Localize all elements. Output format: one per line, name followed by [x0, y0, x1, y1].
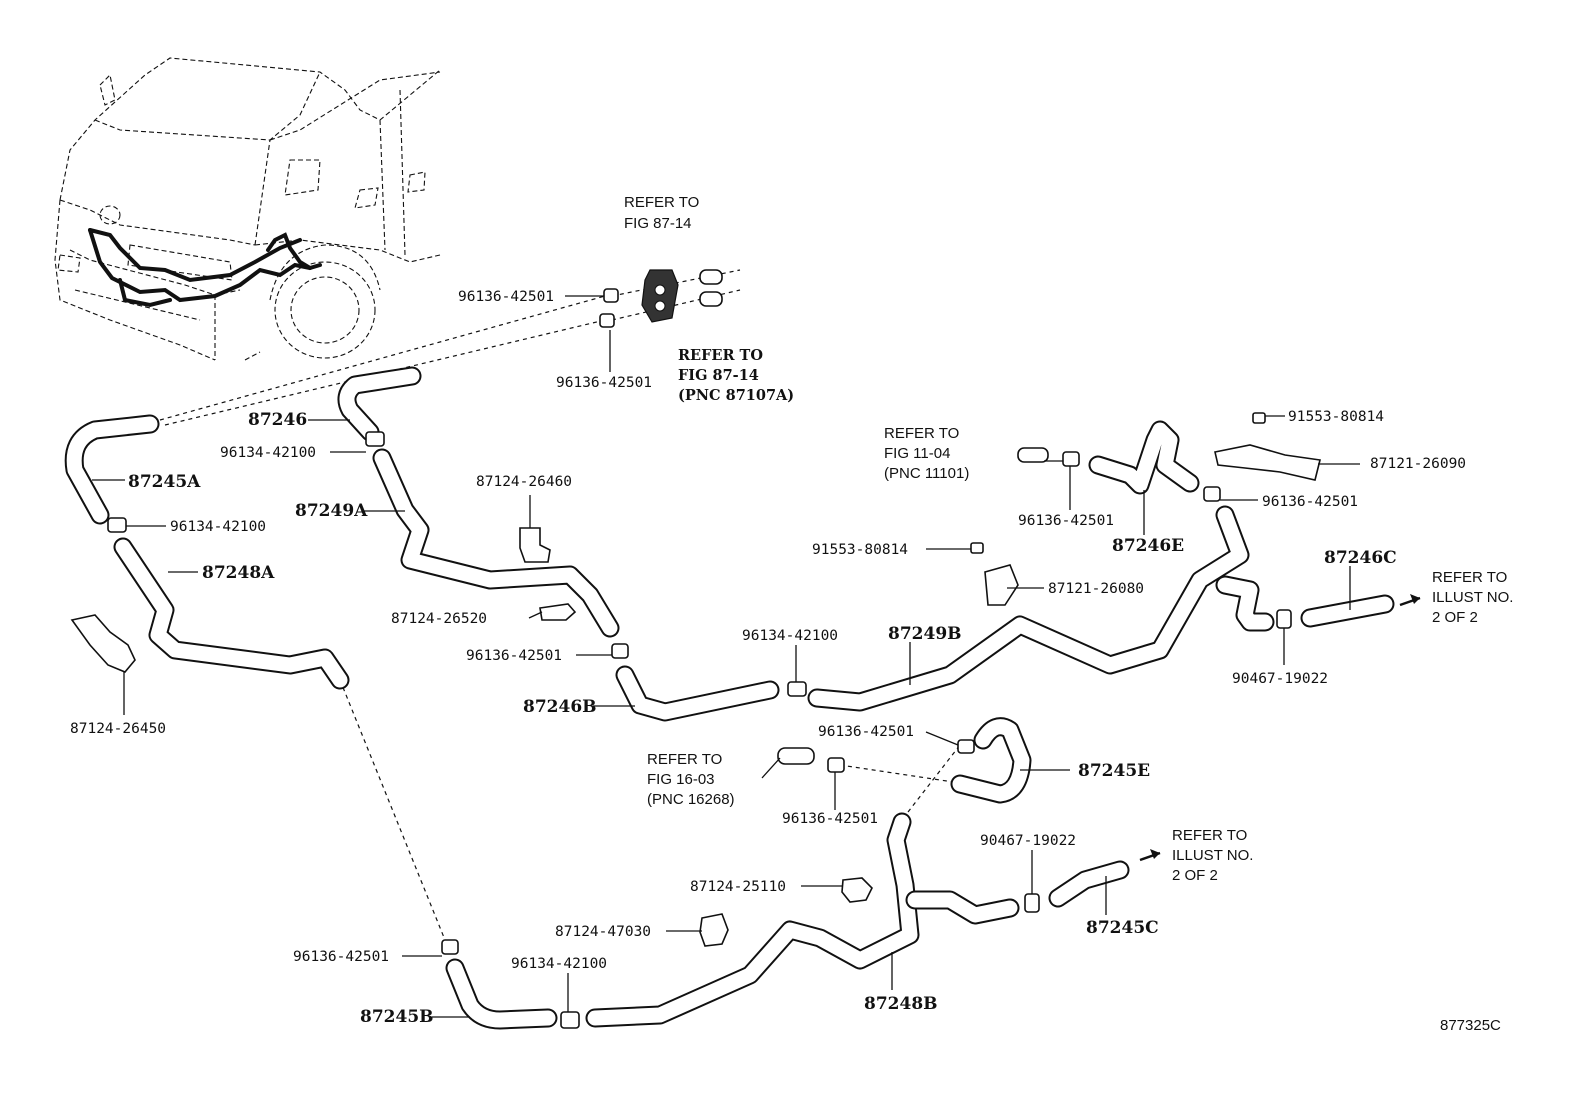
- label-87124-26450: 87124-26450: [70, 721, 166, 737]
- junction-icon: [641, 269, 679, 323]
- label-87124-25110: 87124-25110: [690, 879, 786, 895]
- label-87249b: 87249B: [888, 624, 962, 644]
- label-96136-42501: 96136-42501: [466, 648, 562, 664]
- label-96136-42501: 96136-42501: [1018, 513, 1114, 529]
- label-87246e: 87246E: [1112, 536, 1184, 556]
- bracket-87121-26080-icon: [984, 564, 1019, 606]
- label-87121-26090: 87121-26090: [1370, 456, 1466, 472]
- part-labels: 96136-42501 96136-42501 87246 96134-4210…: [70, 289, 1501, 1034]
- label-87246: 87246: [248, 410, 307, 430]
- clamp-icon: [787, 681, 807, 697]
- clamp-icon: [107, 517, 127, 533]
- leader-lines: [92, 295, 1360, 1018]
- note-refer-fig11-line1: REFER TO: [884, 425, 959, 442]
- label-87246b: 87246B: [523, 697, 597, 717]
- clamp-87124-26520-icon: [539, 603, 577, 621]
- label-87248a: 87248A: [202, 563, 275, 583]
- label-96136-42501: 96136-42501: [782, 811, 878, 827]
- arrow-right-icon: [1150, 849, 1160, 859]
- label-87245c: 87245C: [1086, 918, 1159, 938]
- note-refer-fig16-line1: REFER TO: [647, 751, 722, 768]
- label-87249a: 87249A: [295, 501, 368, 521]
- bolt-icon: [970, 542, 984, 554]
- note-refer-bold-line1: REFER TO: [678, 347, 763, 364]
- label-87248b: 87248B: [864, 994, 938, 1014]
- label-96136-42501: 96136-42501: [293, 949, 389, 965]
- note-refer-illust-bottom-line2: ILLUST NO.: [1172, 847, 1253, 864]
- label-87121-26080: 87121-26080: [1048, 581, 1144, 597]
- label-96134-42100: 96134-42100: [170, 519, 266, 535]
- note-refer-bold-line3: (PNC 87107A): [678, 387, 794, 404]
- label-96136-42501: 96136-42501: [818, 724, 914, 740]
- label-90467-19022: 90467-19022: [1232, 671, 1328, 687]
- bracket-87121-26090-icon: [1214, 444, 1321, 481]
- label-87245a: 87245A: [128, 472, 201, 492]
- label-87124-47030: 87124-47030: [555, 924, 651, 940]
- clamp-parts: [70, 269, 1421, 1029]
- label-87124-26520: 87124-26520: [391, 611, 487, 627]
- hoses: [64, 366, 1395, 1030]
- clamp-icon: [441, 939, 459, 955]
- clamp-icon: [1203, 486, 1221, 502]
- clamp-87124-26450-icon: [70, 614, 136, 673]
- label-87246c: 87246C: [1324, 548, 1397, 568]
- note-refer-illust-right-line1: REFER TO: [1432, 569, 1507, 586]
- clamp-icon: [365, 431, 385, 447]
- note-refer-illust-bottom-line3: 2 OF 2: [1172, 867, 1218, 884]
- bolt-icon: [1252, 412, 1266, 424]
- note-refer-top-line1: REFER TO: [624, 194, 699, 211]
- clip-icon: [1276, 609, 1292, 629]
- clamp-icon: [957, 739, 975, 754]
- label-91553-80814: 91553-80814: [1288, 409, 1384, 425]
- clamp-icon: [560, 1011, 580, 1029]
- clamp-87124-26460-icon: [519, 527, 551, 563]
- van-illustration: [54, 57, 441, 361]
- label-96134-42100: 96134-42100: [220, 445, 316, 461]
- note-refer-fig16-line3: (PNC 16268): [647, 791, 735, 808]
- note-refer-illust-bottom-line1: REFER TO: [1172, 827, 1247, 844]
- label-96134-42100: 96134-42100: [742, 628, 838, 644]
- label-96136-42501: 96136-42501: [1262, 494, 1358, 510]
- label-87124-26460: 87124-26460: [476, 474, 572, 490]
- clamp-icon: [611, 643, 629, 659]
- note-refer-fig11-line2: FIG 11-04: [884, 445, 950, 462]
- clamp-87124-25110-icon: [841, 877, 873, 903]
- label-96134-42100: 96134-42100: [511, 956, 607, 972]
- clamp-icon: [827, 757, 845, 773]
- note-refer-fig11-line3: (PNC 11101): [884, 465, 969, 482]
- figure-code: 877325C: [1440, 1017, 1501, 1034]
- clamp-87124-47030-icon: [699, 913, 729, 947]
- label-90467-19022: 90467-19022: [980, 833, 1076, 849]
- pipe-fitting-icon: [699, 269, 723, 307]
- engine-fitting-icon: [1017, 447, 1049, 463]
- clamp-icon: [599, 313, 615, 328]
- arrow-right-icon: [1410, 594, 1420, 604]
- label-87245e: 87245E: [1078, 761, 1150, 781]
- clamp-icon: [603, 288, 619, 303]
- engine-fitting-icon: [777, 747, 815, 765]
- note-refer-bold-line2: FIG 87-14: [678, 367, 759, 384]
- note-refer-fig16-line2: FIG 16-03: [647, 771, 715, 788]
- note-refer-illust-right-line3: 2 OF 2: [1432, 609, 1478, 626]
- label-96136-42501: 96136-42501: [556, 375, 652, 391]
- clamp-icon: [1062, 451, 1080, 467]
- clip-icon: [1024, 893, 1040, 913]
- label-91553-80814: 91553-80814: [812, 542, 908, 558]
- reference-notes: REFER TO FIG 87-14 REFER TO FIG 87-14 (P…: [624, 194, 1513, 884]
- label-96136-42501: 96136-42501: [458, 289, 554, 305]
- label-87245b: 87245B: [360, 1007, 434, 1027]
- note-refer-illust-right-line2: ILLUST NO.: [1432, 589, 1513, 606]
- note-refer-top-line2: FIG 87-14: [624, 215, 692, 232]
